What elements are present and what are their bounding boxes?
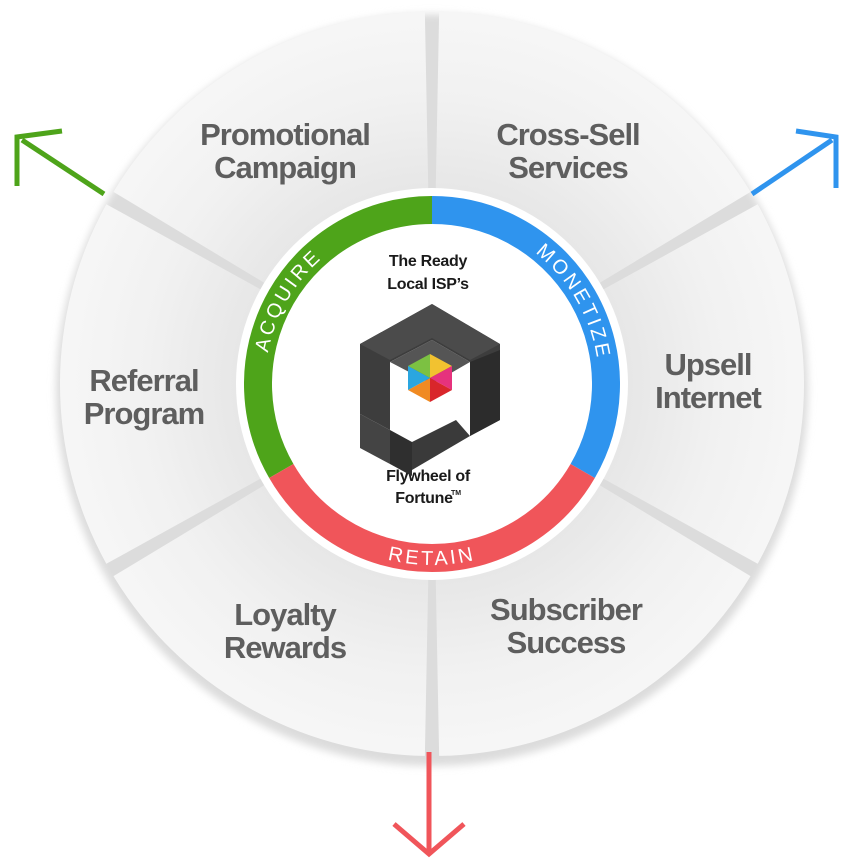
- acquire-arc: [244, 196, 433, 478]
- segment-referral: [59, 204, 275, 564]
- acquire-arrow-icon: [14, 128, 106, 197]
- retain-arc: [269, 463, 595, 572]
- center-title-line2: Local ISP’s: [387, 276, 469, 293]
- ready-logo-icon: [360, 304, 500, 476]
- segment-upsell: [589, 204, 805, 564]
- trademark-mark: TM: [451, 490, 461, 497]
- monetize-arc: [431, 196, 620, 478]
- center-subtitle-line2: Fortune: [395, 490, 453, 507]
- monetize-arrow-icon: [750, 128, 839, 197]
- retain-arrow-icon: [392, 752, 466, 858]
- center-title-line1: The Ready: [389, 253, 468, 270]
- center-subtitle-line1: Flywheel of: [386, 468, 471, 485]
